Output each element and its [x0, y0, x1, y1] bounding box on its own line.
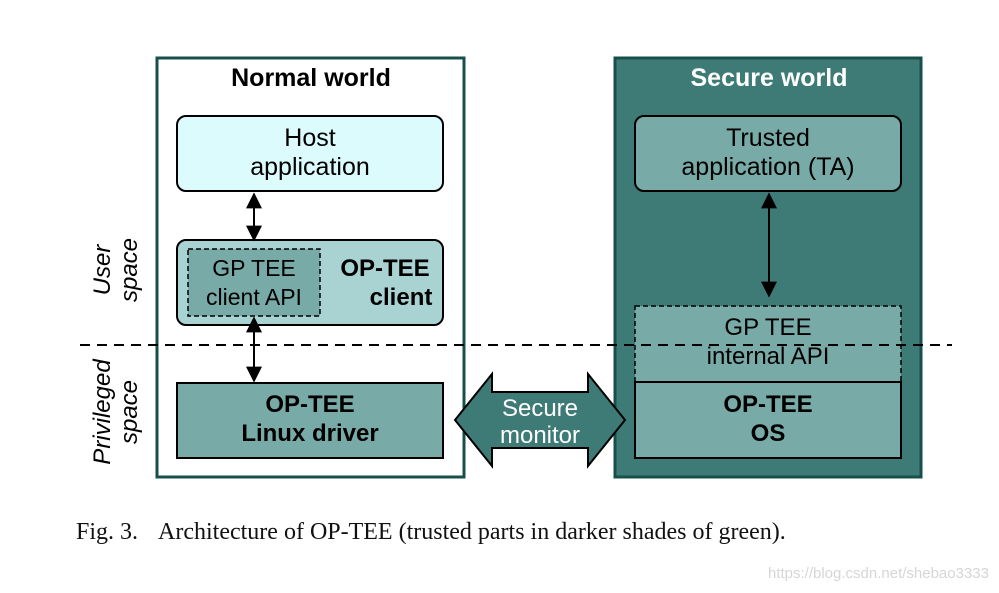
- trusted-application-box: [634, 115, 902, 192]
- gp-tee-internal-api-label-line1: GP TEE: [724, 314, 811, 341]
- host-application-box: [176, 115, 444, 192]
- secure-monitor-label-line2: monitor: [500, 422, 580, 449]
- op-tee-os-box: [634, 381, 902, 459]
- op-tee-client-label-line2: client: [370, 284, 433, 311]
- user-space-label: User space: [89, 238, 143, 302]
- linux-driver-label-line2: Linux driver: [241, 420, 378, 447]
- privileged-space-label-line1: Privileged: [89, 359, 116, 465]
- gp-tee-internal-api-label-line2: internal API: [707, 343, 830, 370]
- secure-monitor-label-line1: Secure: [502, 395, 578, 422]
- privileged-space-label: Privileged space: [89, 359, 143, 465]
- linux-driver-box: [176, 382, 444, 459]
- figure-caption-text: Architecture of OP-TEE (trusted parts in…: [158, 519, 786, 545]
- gp-tee-client-api-label-line2: client API: [206, 284, 302, 310]
- normal-world-title: Normal world: [231, 64, 391, 92]
- secure-monitor-arrow: [453, 371, 627, 469]
- user-space-label-line2: space: [116, 238, 143, 302]
- op-tee-client-label-line1: OP-TEE: [340, 255, 429, 282]
- user-space-label-line1: User: [89, 244, 116, 296]
- gp-tee-client-api-box: [187, 248, 321, 317]
- host-application-label-line1: Host: [284, 124, 335, 152]
- gp-tee-client-api-label-line1: GP TEE: [212, 255, 296, 281]
- trusted-application-label-line2: application (TA): [681, 153, 854, 181]
- linux-driver-label-line1: OP-TEE: [265, 391, 354, 418]
- figure-caption-label: Fig. 3.: [76, 519, 139, 545]
- privileged-space-label-line2: space: [116, 380, 143, 444]
- figure-caption: Fig. 3. Architecture of OP-TEE (trusted p…: [76, 519, 786, 546]
- secure-world-title: Secure world: [691, 64, 848, 92]
- trusted-application-label-line1: Trusted: [726, 124, 810, 152]
- host-application-label-line2: application: [250, 153, 370, 181]
- op-tee-os-label-line2: OS: [751, 420, 786, 447]
- op-tee-os-label-line1: OP-TEE: [723, 391, 812, 418]
- watermark: https://blog.csdn.net/shebao3333: [767, 565, 989, 582]
